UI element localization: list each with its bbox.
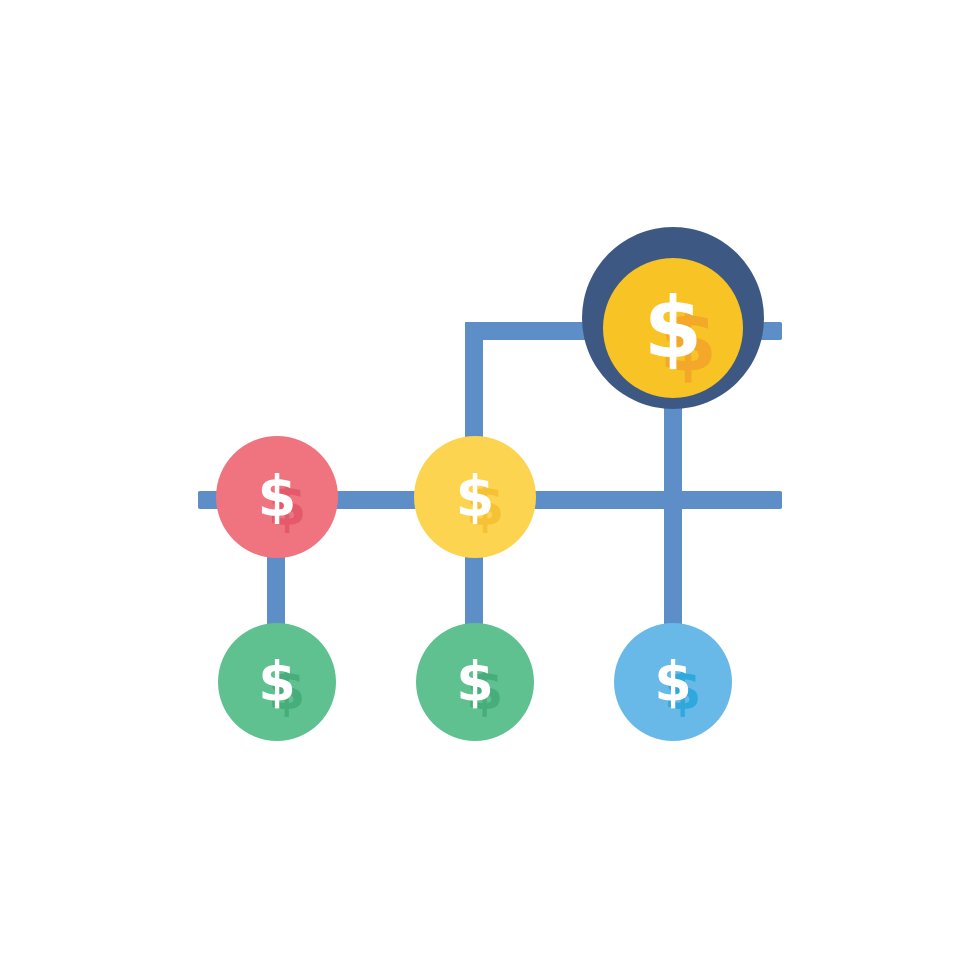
main-coin (582, 227, 764, 409)
line-top-horizontal-right (758, 322, 782, 340)
line-top-horizontal-left (465, 322, 587, 340)
line-middle-vertical-up (465, 322, 483, 446)
coin-red-dollar-icon: $ (258, 465, 297, 530)
coin-blue-dollar-icon: $ (654, 651, 692, 714)
dollar-signs: $$$$$$$$$$$$ (258, 279, 718, 722)
coin-green-middle-dollar-shadow: $ (466, 659, 504, 722)
coin-green-middle-face (416, 623, 534, 741)
coin-yellow (414, 436, 536, 558)
main-coin-dollar-shadow: $ (659, 293, 717, 391)
coin-green-left-dollar-shadow: $ (268, 659, 306, 722)
line-right-horizontal (533, 491, 782, 509)
coin-red-face (216, 436, 338, 558)
coin-yellow-face (414, 436, 536, 558)
coin-green-left-face (218, 623, 336, 741)
coin-green-left-dollar-icon: $ (258, 651, 296, 714)
coin-green-middle (416, 623, 534, 741)
main-coin-face (603, 258, 743, 398)
coin-yellow-dollar-shadow: $ (466, 474, 505, 539)
line-middle-vertical-down (465, 556, 483, 628)
coin-yellow-dollar-icon: $ (456, 465, 495, 530)
line-right-vertical (664, 395, 682, 631)
coin-blue-dollar-shadow: $ (664, 659, 702, 722)
line-left-vertical-down (267, 556, 285, 628)
coin-blue-face (614, 623, 732, 741)
coin-green-left (218, 623, 336, 741)
coin-red (216, 436, 338, 558)
coin-blue (614, 623, 732, 741)
coin-red-dollar-shadow: $ (268, 474, 307, 539)
coin-green-middle-dollar-icon: $ (456, 651, 494, 714)
main-coin-dollar-icon: $ (644, 279, 702, 377)
